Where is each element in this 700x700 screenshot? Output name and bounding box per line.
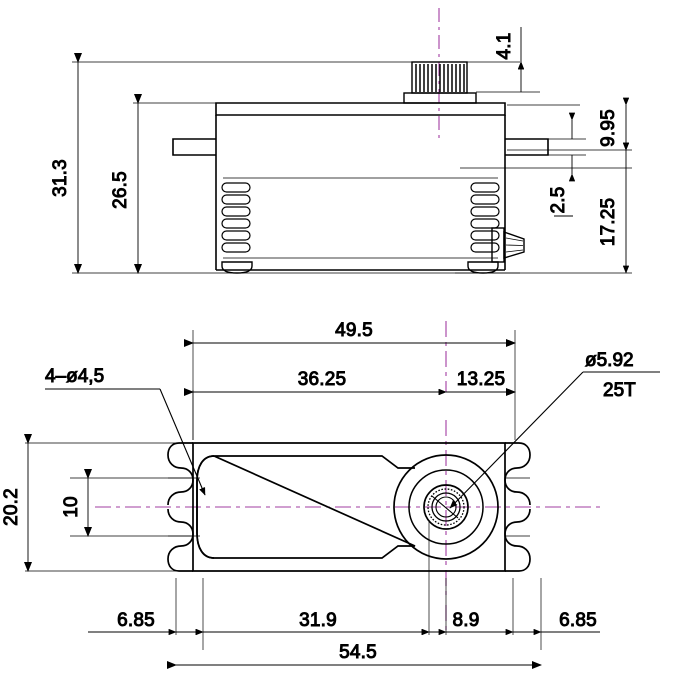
output-boss <box>393 454 499 560</box>
dimension-10: 10 <box>61 469 92 537</box>
case-ribs-right <box>470 182 500 253</box>
dimension-26-5: 26.5 <box>110 94 142 274</box>
dimension-label-case-length: 49.5 <box>335 320 373 341</box>
dimension-chain-bottom: 6.85 31.9 8.9 6.85 <box>88 610 600 636</box>
dimension-20-2: 20.2 <box>1 434 32 572</box>
dimension-label-height-overall: 31.3 <box>50 159 71 197</box>
case-feet <box>221 261 499 274</box>
dimension-label-overall-length: 54.5 <box>339 642 377 663</box>
dimension-31-3: 31.3 <box>50 53 82 274</box>
output-spline-assembly <box>403 61 477 104</box>
dimension-label-tab-to-top: 9.95 <box>598 109 619 147</box>
dimension-49-5: 49.5 <box>184 320 516 347</box>
cable-grommet <box>491 227 525 263</box>
dimension-label-ear-left: 6.85 <box>117 610 155 631</box>
callout-label-spline-teeth: 25T <box>603 380 636 401</box>
dimension-label-ear-right: 6.85 <box>559 610 597 631</box>
mounting-tab-left <box>172 138 216 156</box>
dimension-label-tab-thickness: 2.5 <box>548 186 569 213</box>
leader-mount-holes <box>45 388 206 496</box>
plan-view: 4–ø4,5 ø5.92 25T 49.5 36.25 13.25 20.2 <box>1 320 660 669</box>
case-ribs-left <box>221 182 251 253</box>
side-elevation-view: 31.3 26.5 4.1 9.95 2.5 <box>50 8 632 274</box>
dimension-label-hole-span: 31.9 <box>299 610 337 631</box>
dimension-13-25: 13.25 <box>438 369 516 396</box>
dimension-9-95: 9.95 <box>598 97 630 151</box>
dimension-36-25: 36.25 <box>184 369 447 396</box>
servo-body-outline <box>215 102 506 271</box>
mounting-ear-right <box>504 442 531 572</box>
spline-hole <box>423 484 469 530</box>
dimension-label-height-body: 26.5 <box>110 171 131 209</box>
dimension-label-tab-to-bottom: 17.25 <box>598 198 619 247</box>
dimension-label-axis-to-hole: 8.9 <box>452 610 479 631</box>
dimension-label-hole-spacing-vertical: 10 <box>61 496 82 518</box>
dimension-label-left-to-axis: 36.25 <box>298 369 347 390</box>
dimension-54-5: 54.5 <box>167 642 542 669</box>
dimension-label-spline-height: 4.1 <box>494 32 515 59</box>
plan-center-lines <box>95 321 600 630</box>
extension-lines-side <box>72 61 632 274</box>
dimension-label-width-overall: 20.2 <box>1 488 22 526</box>
mounting-ear-left <box>167 442 194 572</box>
plan-inner-recess <box>196 455 416 559</box>
dimension-2-5: 2.5 <box>548 112 586 217</box>
dimension-label-axis-to-right: 13.25 <box>457 369 506 390</box>
dimension-4-1: 4.1 <box>476 27 540 93</box>
dimension-17-25: 17.25 <box>598 142 630 274</box>
callout-label-mount-holes: 4–ø4,5 <box>45 366 104 387</box>
mounting-tab-right <box>505 138 549 156</box>
callout-label-spline-diameter: ø5.92 <box>585 350 634 371</box>
leader-spline <box>449 371 660 509</box>
